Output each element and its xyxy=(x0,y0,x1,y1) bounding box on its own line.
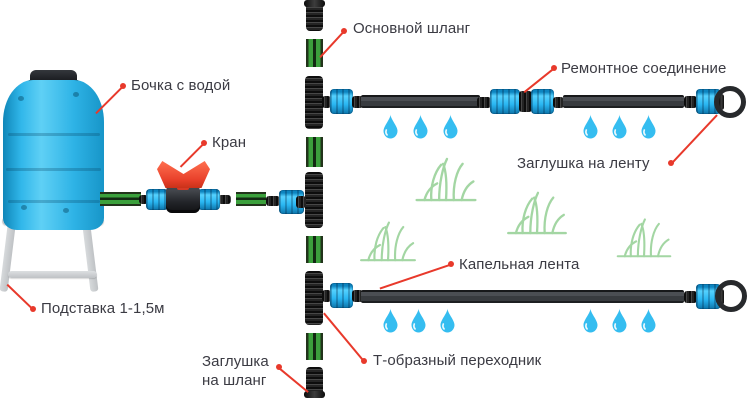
water-drop-icon xyxy=(640,114,657,139)
leader-line xyxy=(323,312,365,363)
repair-coupling-left-barb xyxy=(477,97,491,108)
tee-bottom-branch-nut xyxy=(330,283,353,308)
tape-plug-barb xyxy=(684,291,697,303)
label-barrel: Бочка с водой xyxy=(131,77,231,94)
hose-end-plug xyxy=(306,367,323,396)
leader-dot xyxy=(551,65,557,71)
supply-hose-segment xyxy=(236,192,266,206)
hose-top-plug xyxy=(306,0,323,31)
tape-plug-ring xyxy=(715,280,747,312)
hose-top-plug-rim xyxy=(304,0,325,7)
water-drop-icon xyxy=(382,308,399,333)
repair-coupling-right-barb xyxy=(553,97,564,108)
tap-right-barb xyxy=(218,195,231,204)
connector-barb xyxy=(266,196,280,206)
repair-coupling-left-nut xyxy=(490,89,520,114)
main-hose-segment xyxy=(306,236,323,263)
tee-bottom-branch-tip xyxy=(352,290,363,302)
water-drop-icon xyxy=(442,114,459,139)
grass-icon xyxy=(616,218,672,258)
supply-hose-segment xyxy=(100,192,141,206)
tee-top-branch-hub xyxy=(322,96,331,108)
tap-left-barb xyxy=(139,195,148,204)
water-drop-icon xyxy=(582,114,599,139)
leader-line xyxy=(670,114,718,165)
label-tap: Кран xyxy=(212,134,247,151)
tape-plug-barb xyxy=(684,96,697,108)
stand-right-leg xyxy=(82,221,99,292)
label-hose-plug: Заглушка на шланг xyxy=(202,352,269,390)
label-repair-coupling: Ремонтное соединение xyxy=(561,60,727,77)
grass-icon xyxy=(359,221,417,262)
water-drop-icon xyxy=(611,308,628,333)
label-main-hose: Основной шланг xyxy=(353,20,471,37)
hose-end-plug-rim xyxy=(304,391,325,398)
label-tape-plug: Заглушка на ленту xyxy=(517,155,650,172)
water-drop-icon xyxy=(412,114,429,139)
stand-left-leg xyxy=(0,221,16,292)
leader-line xyxy=(278,367,309,393)
tee-connector-bottom xyxy=(305,271,323,325)
tap-right-nut xyxy=(198,189,220,210)
leader-dot xyxy=(668,160,674,166)
repair-coupling-right-nut xyxy=(531,89,554,114)
grass-icon xyxy=(507,191,567,235)
tee-top-branch-nut xyxy=(330,89,353,114)
label-hose-plug-line2: на шланг xyxy=(202,372,267,389)
water-drop-icon xyxy=(439,308,456,333)
main-hose-segment xyxy=(306,137,323,167)
water-drop-icon xyxy=(582,308,599,333)
leader-dot xyxy=(201,140,207,146)
water-drop-icon xyxy=(640,308,657,333)
water-drop-icon xyxy=(410,308,427,333)
main-hose-segment xyxy=(306,333,323,360)
drip-tape-top xyxy=(361,95,480,108)
label-stand: Подставка 1-1,5м xyxy=(41,300,165,317)
label-hose-plug-line1: Заглушка xyxy=(202,353,269,370)
leader-line xyxy=(6,284,34,311)
leader-dot xyxy=(276,364,282,370)
leader-dot xyxy=(341,28,347,34)
water-drop-icon xyxy=(611,114,628,139)
tee-top-branch-tip xyxy=(352,96,363,108)
tee-connector-top xyxy=(305,76,323,129)
leader-dot xyxy=(361,358,367,364)
tee-connector-middle xyxy=(305,172,323,228)
leader-dot xyxy=(120,83,126,89)
label-drip-tape: Капельная лента xyxy=(459,256,580,273)
stand-crossbar xyxy=(8,271,97,278)
main-hose-segment xyxy=(306,39,323,67)
tap-left-nut xyxy=(146,189,168,210)
leader-line xyxy=(319,31,345,58)
drip-tape-top xyxy=(563,95,684,108)
drip-tape-bottom xyxy=(361,290,684,303)
tee-bottom-branch-hub xyxy=(322,290,331,302)
tee-middle-left-hub xyxy=(296,196,306,208)
leader-line xyxy=(379,264,452,290)
leader-dot xyxy=(30,306,36,312)
repair-coupling-center xyxy=(519,91,532,112)
grass-icon xyxy=(415,157,477,202)
leader-dot xyxy=(448,261,454,267)
water-drop-icon xyxy=(382,114,399,139)
label-tee-adapter: Т-образный переходник xyxy=(373,352,542,369)
barrel-body xyxy=(3,80,104,230)
tape-plug-ring xyxy=(714,86,746,118)
